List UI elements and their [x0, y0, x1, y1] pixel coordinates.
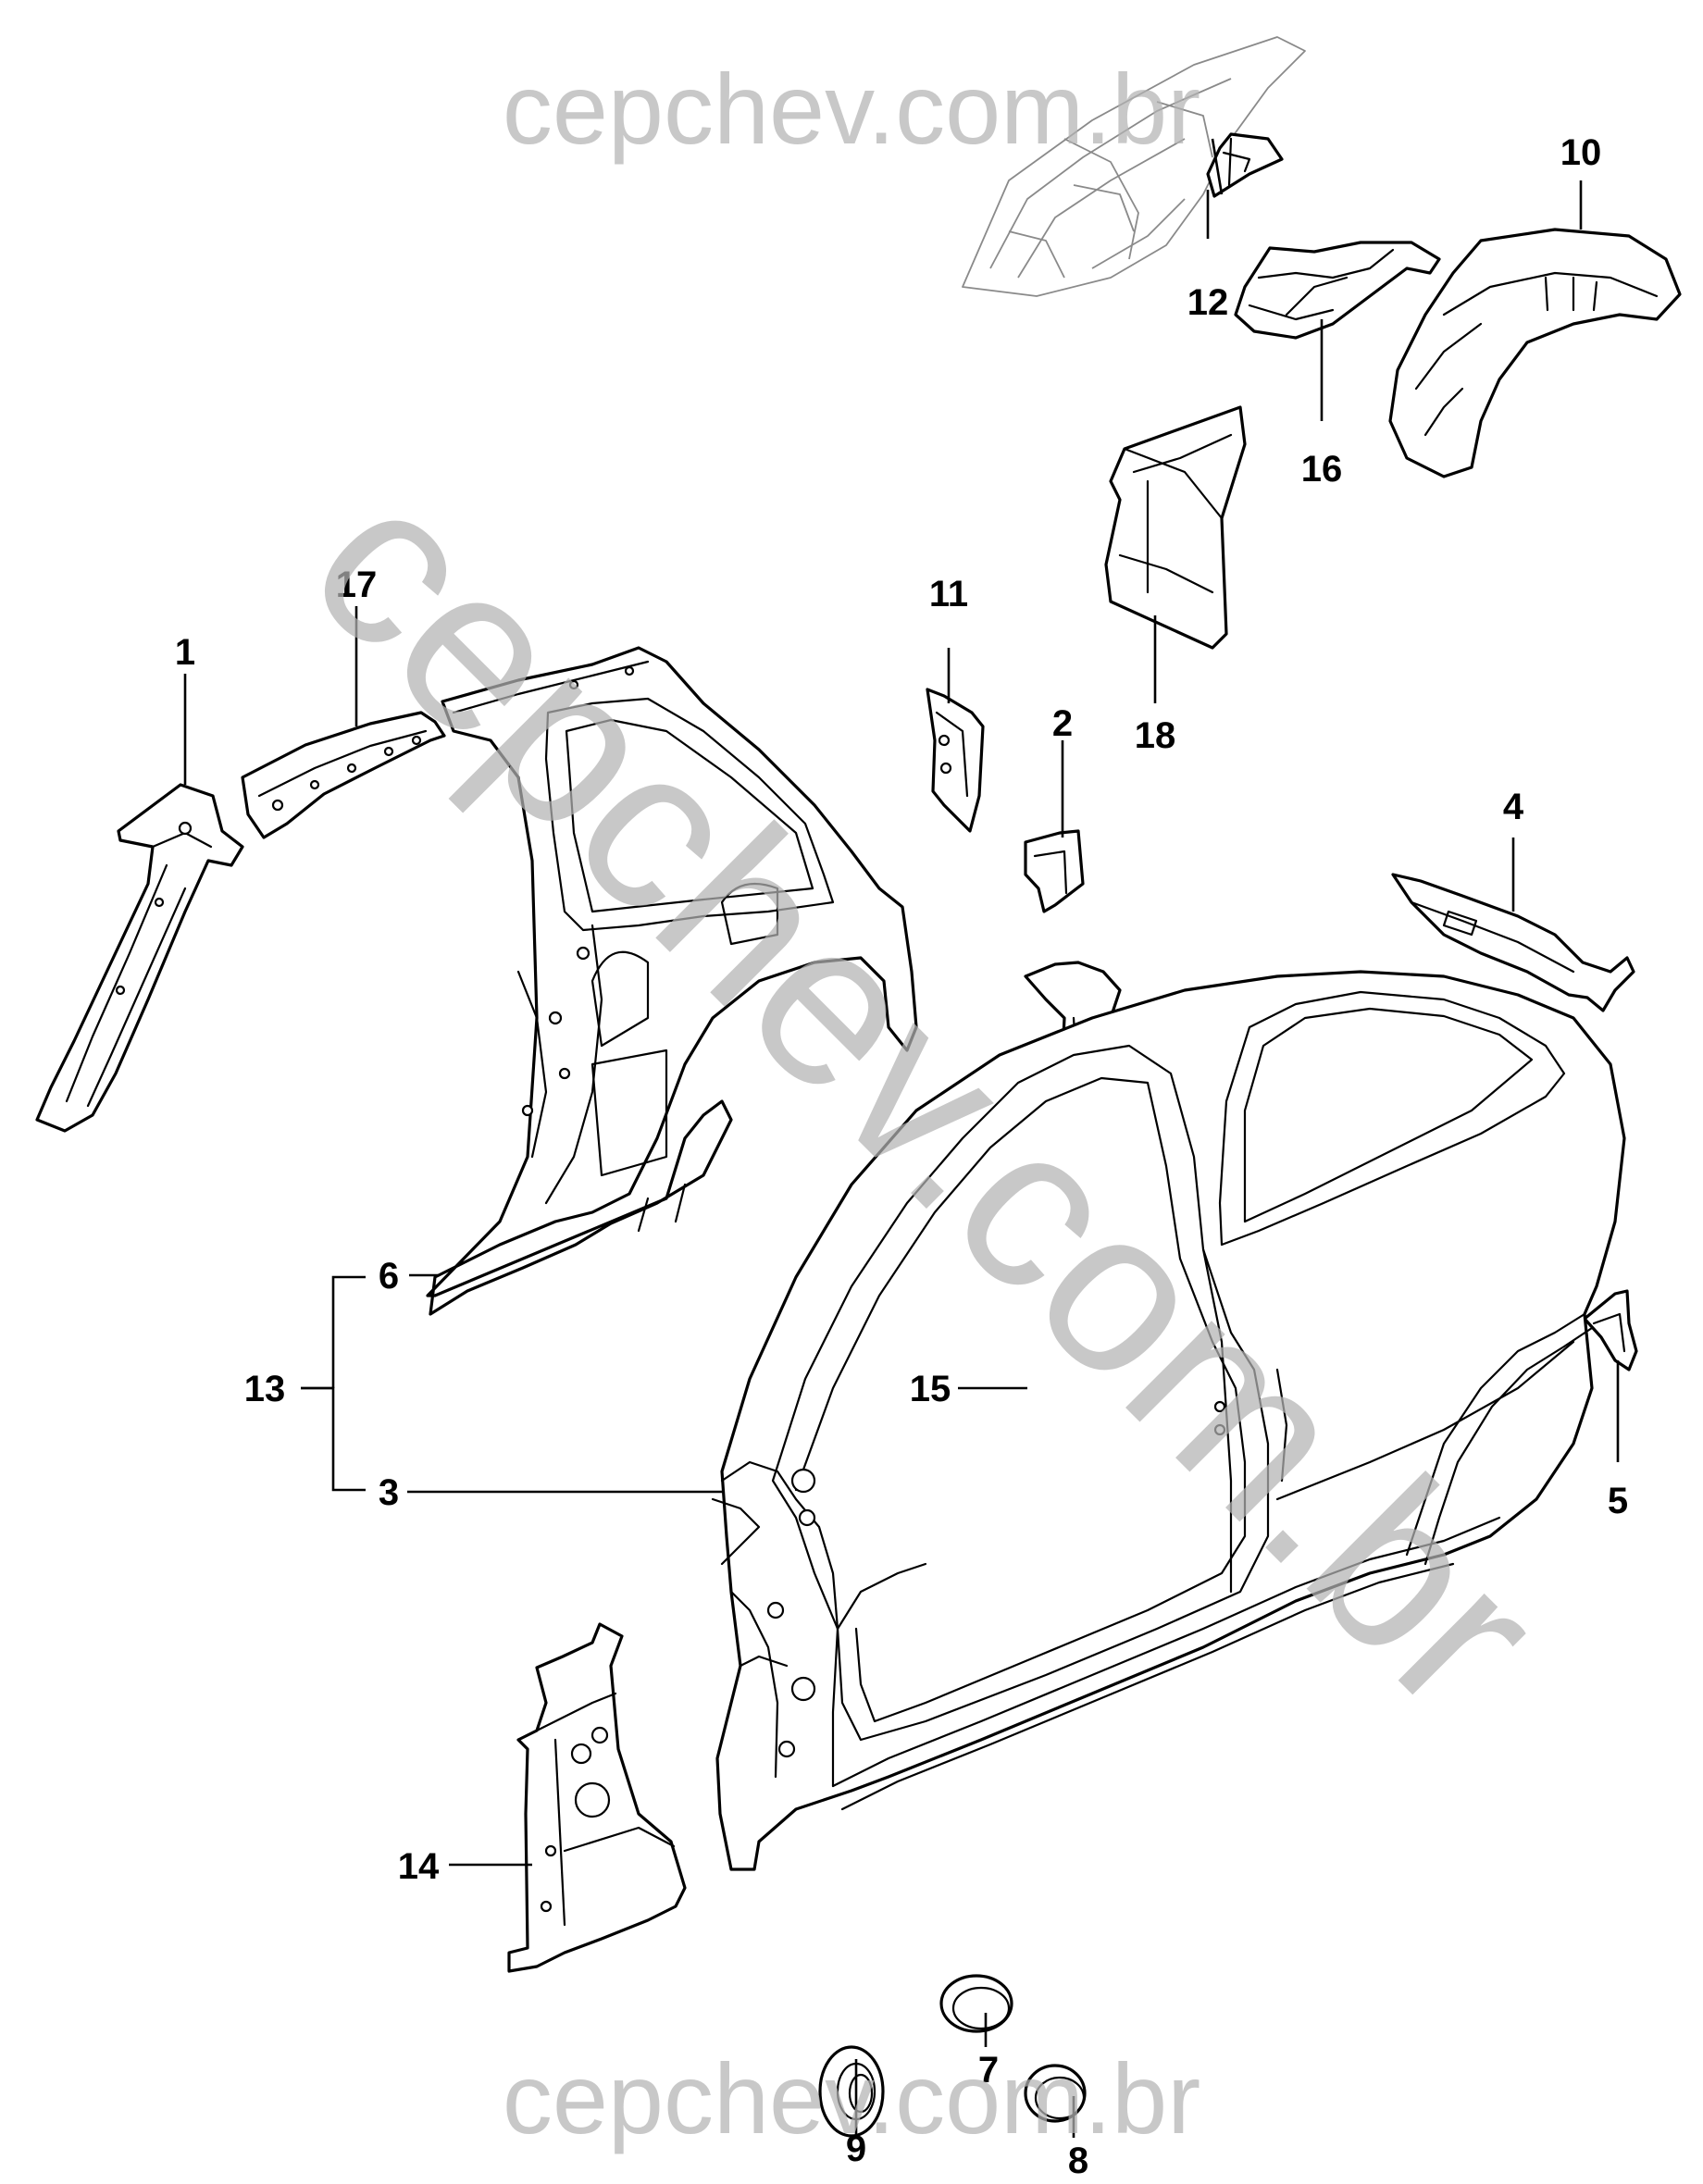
vehicle-locator-sketch [962, 36, 1306, 297]
callout-10: 10 [1560, 132, 1602, 173]
callout-16: 16 [1301, 449, 1343, 490]
callout-15: 15 [910, 1369, 951, 1409]
part-1-a-pillar-inner [35, 783, 244, 1133]
callout-11: 11 [929, 574, 968, 614]
callout-5: 5 [1608, 1481, 1628, 1521]
part-12-bracket [1206, 132, 1284, 198]
part-10-rear-wheelhouse [1388, 228, 1682, 478]
part-7-plug [939, 1974, 1013, 2033]
callout-8: 8 [1068, 2141, 1088, 2181]
watermark-top: cepchev.com.br [503, 53, 1200, 165]
callout-12: 12 [1187, 282, 1229, 323]
callout-4: 4 [1503, 787, 1524, 827]
callout-1: 1 [175, 632, 195, 673]
callout-7: 7 [978, 2050, 999, 2091]
part-3-outer-body-side [711, 970, 1626, 1871]
callout-9: 9 [846, 2128, 866, 2169]
part-18-floor-panel [1104, 405, 1247, 650]
part-4-roof-rail [1391, 873, 1635, 1012]
callout-18: 18 [1135, 715, 1176, 756]
part-6-inner-quarter-panel [426, 646, 918, 1316]
watermark-bottom: cepchev.com.br [503, 2042, 1200, 2154]
callout-17: 17 [336, 565, 378, 605]
part-9-grommet [818, 2045, 885, 2138]
leader-lines [183, 138, 1620, 2138]
part-2-reinforcement [1024, 829, 1085, 913]
callout-13: 13 [244, 1369, 286, 1409]
callout-14: 14 [398, 1846, 440, 1887]
callout-3: 3 [379, 1472, 399, 1513]
part-11-bracket [926, 688, 985, 833]
part-17-roof-side-rail [241, 711, 446, 839]
part-5-bracket [1583, 1289, 1638, 1371]
part-8-plug [1024, 2064, 1087, 2123]
callout-6: 6 [379, 1256, 399, 1297]
callout-labels: 1 17 12 10 16 18 11 2 4 5 6 13 3 15 14 9… [175, 132, 1628, 2181]
part-16-inner-wheelhouse-panel [1234, 241, 1441, 340]
part-14-a-pillar-lower [507, 1622, 687, 1973]
callout-2: 2 [1052, 703, 1073, 744]
